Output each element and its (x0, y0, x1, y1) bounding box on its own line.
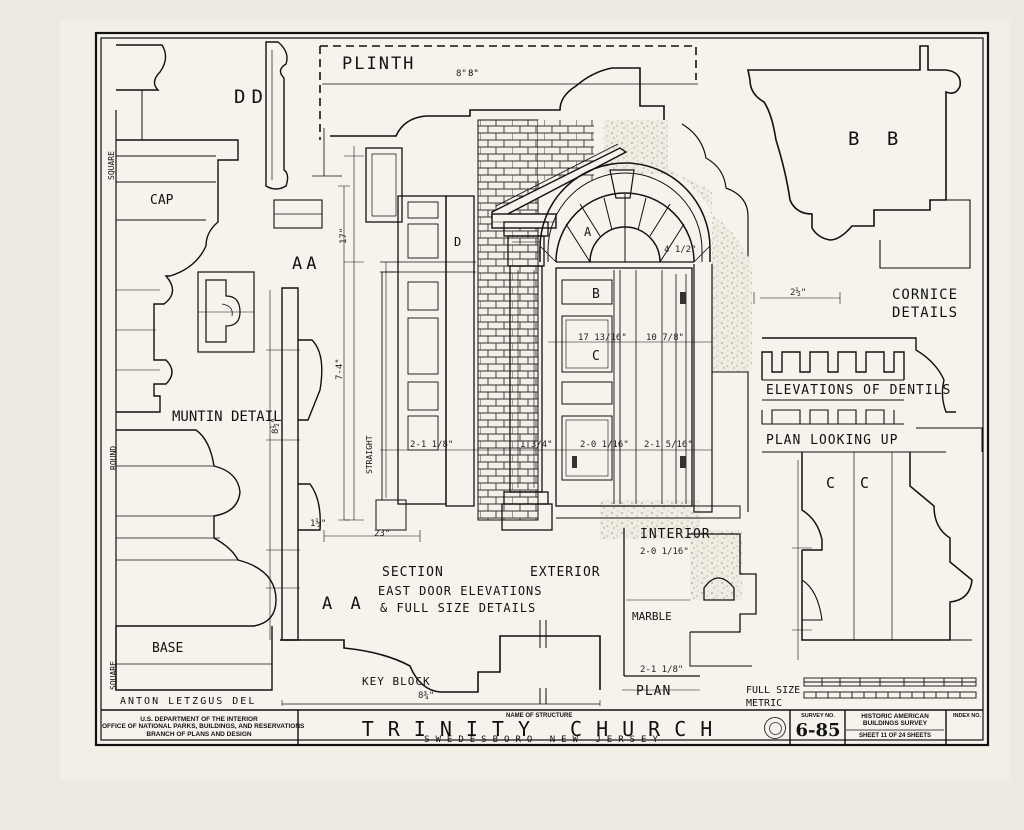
sheet-info: SHEET 11 OF 24 SHEETS (858, 733, 932, 739)
plan-label: PLAN (636, 684, 672, 699)
svg-text:8": 8" (468, 69, 479, 79)
pediment (491, 143, 628, 229)
seal-icon (764, 717, 786, 739)
delineator-label: ANTON LETZGUS DEL (120, 696, 257, 707)
section-label: SECTION (382, 565, 444, 580)
survey-number: 6-85 (795, 720, 841, 741)
dim-key-block-width: 8¾" (418, 691, 435, 701)
muntin-detail-label: MUNTIN DETAIL (172, 409, 282, 425)
key-block-label: KEY BLOCK (362, 675, 431, 688)
dimension-lines (323, 185, 712, 542)
dim-straight-height: 7-4" (335, 358, 345, 380)
straight-label: STRAIGHT (365, 435, 374, 474)
exterior-label: EXTERIOR (530, 565, 601, 580)
stone-stipple (604, 120, 752, 372)
agency-line-3: BRANCH OF PLANS AND DESIGN (146, 730, 252, 738)
dim-pilaster: 23" (374, 529, 391, 539)
cap-label: CAP (150, 193, 174, 208)
mark-b: B (592, 287, 600, 302)
cc-profile (792, 452, 973, 660)
scale-metric-label: METRIC (746, 698, 783, 709)
agency-line-2: OFFICE OF NATIONAL PARKS, BUILDINGS, AND… (102, 723, 305, 731)
pilaster-left (501, 221, 553, 531)
dim-top-small: 1½" (310, 519, 327, 529)
mark-c: C (592, 349, 600, 364)
dim-interior-width: 2-0 1/16" (640, 547, 689, 557)
scale-bars (803, 677, 977, 699)
dim-side-height: 8½" (271, 417, 281, 434)
inner-border (100, 37, 984, 741)
dim-fanlight: 4 1/2" (664, 245, 697, 255)
interior-door-leaf (344, 146, 476, 531)
muntin-detail (197, 271, 255, 353)
name-of-structure-label: NAME OF STRUCTURE (506, 713, 573, 719)
dim-plan-width: 2-1 1/8" (640, 665, 684, 675)
east-door-label: EAST DOOR ELEVATIONS (378, 584, 543, 598)
aa-section-label: AA (292, 254, 321, 274)
interior-label: INTERIOR (640, 527, 711, 542)
mark-d: D (454, 235, 462, 249)
marble-label: MARBLE (632, 610, 672, 623)
survey-no-label: SURVEY NO. (801, 713, 835, 719)
key-block-profile (280, 620, 601, 705)
dim-panel-width-d: 2-1 5/16" (644, 440, 693, 450)
habs-line-1: HISTORIC AMERICAN (861, 713, 929, 720)
structure-name: TRINITY CHURCH (361, 717, 727, 741)
dentils-label: ELEVATIONS OF DENTILS (766, 383, 952, 398)
plinth-profile (312, 45, 698, 177)
dim-panel-width-c: 2-0 1/16" (580, 440, 629, 450)
dim-panel-height: 17" (339, 227, 349, 244)
scale-full-size-label: FULL SIZE (746, 685, 801, 696)
interior-plan-detail (623, 528, 757, 677)
bb-profile (681, 45, 971, 269)
aa-section-label-lower: A A (322, 594, 365, 614)
brick-wall (477, 119, 539, 521)
keystone (609, 169, 635, 199)
dim-side-small: 2-1 1/8" (410, 440, 454, 450)
agency-block: U.S. DEPARTMENT OF THE INTERIOR OFFICE O… (102, 716, 305, 738)
dd-profile (265, 41, 323, 229)
dim-panel-width-a: 17 13/16" (578, 333, 627, 343)
fanlight (539, 162, 711, 263)
habs-line-2: BUILDINGS SURVEY (862, 720, 928, 728)
base-label: BASE (152, 641, 184, 656)
mark-a: A (584, 225, 592, 239)
plan-looking-up-label: PLAN LOOKING UP (766, 433, 899, 448)
agency-line-1: U.S. DEPARTMENT OF THE INTERIOR (140, 716, 258, 723)
cornice-label: CORNICE (892, 287, 959, 303)
full-size-details-label: & FULL SIZE DETAILS (380, 601, 537, 615)
dim-cornice-width: 2½" (790, 288, 807, 298)
cap-base-profile (115, 44, 277, 691)
dd-section-label: DD (234, 86, 269, 108)
cornice-details-label: DETAILS (892, 305, 959, 321)
structure-location: SWEDESBORO NEW JERSEY (424, 735, 664, 745)
index-no-label: INDEX NO. (952, 713, 982, 719)
dim-plinth-width: 8" (456, 69, 467, 79)
plinth-label: PLINTH (342, 54, 416, 74)
round-label: ROUND (109, 445, 118, 470)
cc-section-label: C C (826, 474, 878, 492)
exterior-door-leaves (555, 264, 749, 519)
square-label-bottom: SQUARE (109, 661, 118, 690)
dim-depth-small: 1 3/4" (520, 440, 553, 450)
habs-label: HISTORIC AMERICAN BUILDINGS SURVEY (846, 713, 944, 728)
square-label-top: SQUARE (107, 151, 116, 180)
bb-section-label: B B (848, 128, 907, 150)
dim-panel-width-b: 10 7/8" (646, 333, 684, 343)
